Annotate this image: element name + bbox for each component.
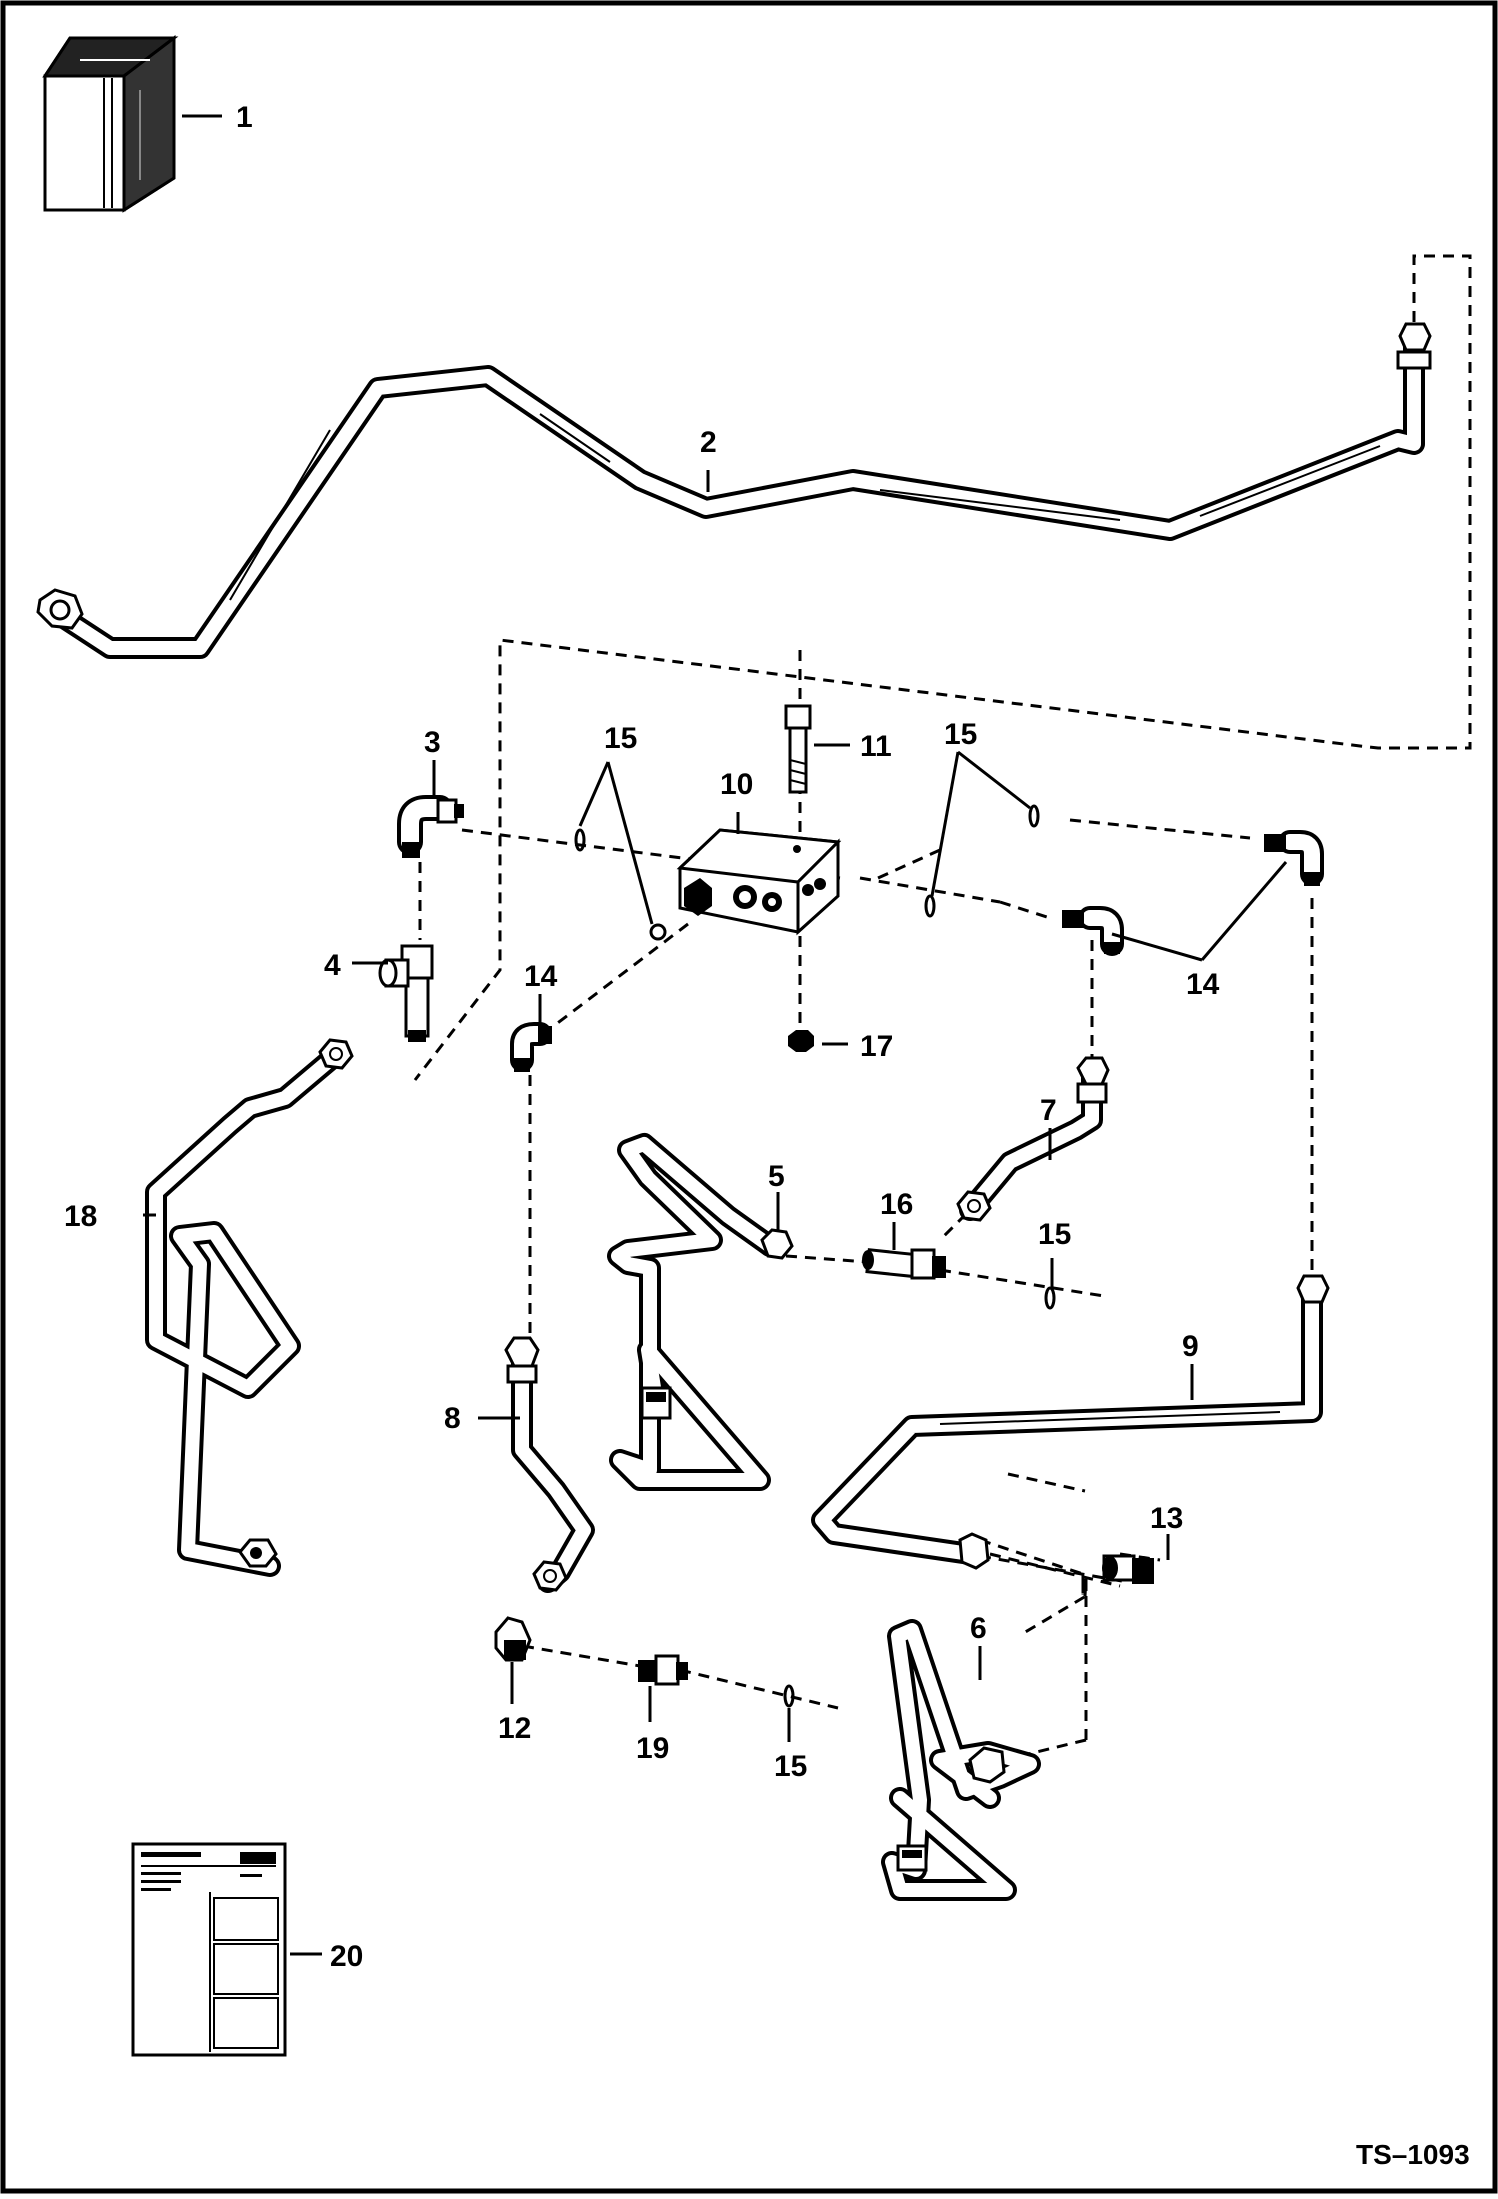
part-17-nut [788,1030,814,1052]
part-4-tee [378,944,434,1042]
part-2-tube [36,322,1432,659]
part-12-fitting [494,1616,532,1662]
callout-3: 3 [424,726,441,759]
callout-5: 5 [768,1160,785,1193]
callout-20: 20 [330,1940,363,1973]
callout-6: 6 [970,1612,987,1645]
connection-lines [413,254,1472,1758]
callout-13: 13 [1150,1502,1183,1535]
callout-15-d: 15 [774,1750,807,1783]
callout-14-left: 14 [524,960,558,993]
callout-16: 16 [880,1188,913,1221]
callout-19: 19 [636,1732,669,1765]
callout-10: 10 [720,768,753,801]
part-3-elbow [397,795,464,858]
part-13-fitting [1102,1554,1154,1584]
leader-lines [143,114,1288,1956]
callout-8: 8 [444,1402,461,1435]
callout-11: 11 [860,730,892,763]
callout-17: 17 [860,1030,893,1063]
part-7-tube [956,1056,1110,1222]
callout-14-right: 14 [1186,968,1220,1001]
part-5-tube [607,1133,794,1491]
o-rings [574,804,1056,1708]
part-6-tube [881,1619,1041,1901]
callout-2: 2 [700,426,717,459]
part-8-tube [504,1336,595,1593]
part-14-elbow-left [510,1022,552,1072]
part-16-fitting [862,1248,946,1280]
callout-15-c: 15 [1038,1218,1071,1251]
callout-1: 1 [236,101,253,134]
part-18-tube [145,1038,354,1577]
callout-labels: 1 2 3 4 5 6 7 8 9 10 11 12 13 14 14 15 1… [64,101,1220,1973]
callout-9: 9 [1182,1330,1199,1363]
part-20-decal [131,1842,287,2057]
callout-7: 7 [1040,1094,1057,1127]
part-1-container [42,34,179,213]
callout-12: 12 [498,1712,531,1745]
part-9-tube [811,1274,1330,1570]
callout-15-a: 15 [604,722,637,755]
part-10-block [676,828,842,936]
part-19-fitting [638,1654,688,1686]
callout-18: 18 [64,1200,97,1233]
part-14-elbows-right [1062,830,1324,956]
callout-4: 4 [324,949,341,982]
drawing-reference: TS–1093 [1356,2139,1470,2170]
part-11-bolt [784,704,812,794]
callout-15-b: 15 [944,718,977,751]
